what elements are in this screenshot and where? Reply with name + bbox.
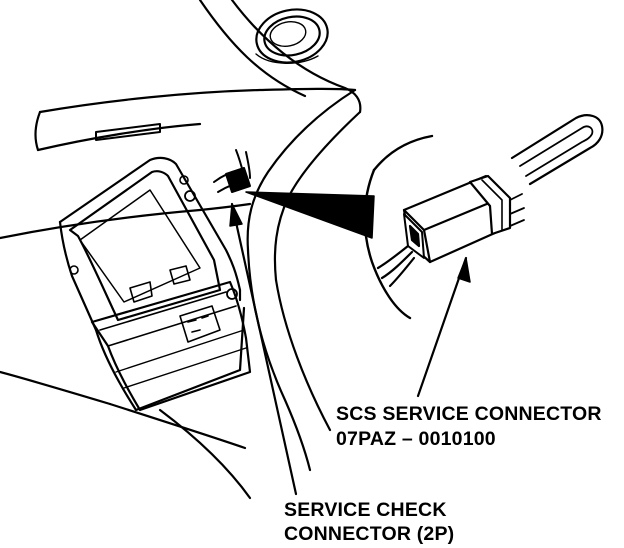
- service-check-leader-arrow: [229, 202, 298, 496]
- service-check-label-line2: CONNECTOR (2P): [284, 523, 455, 545]
- dash-slot: [95, 123, 161, 141]
- control-unit-box: [58, 156, 252, 412]
- harness-at-unit: [213, 149, 251, 193]
- scs-leader-arrow: [416, 256, 471, 398]
- magnified-view: [363, 134, 434, 320]
- speaker-grille: [255, 8, 329, 64]
- scs-connector-part-number: 07PAZ – 0010100: [336, 428, 496, 450]
- service-check-label-line1: SERVICE CHECK: [284, 499, 447, 521]
- dashboard-trim-outline: [0, 0, 362, 500]
- zoom-wedge: [245, 191, 375, 239]
- scs-connector-drawing: [376, 114, 604, 288]
- scs-connector-label-line1: SCS SERVICE CONNECTOR: [336, 403, 602, 425]
